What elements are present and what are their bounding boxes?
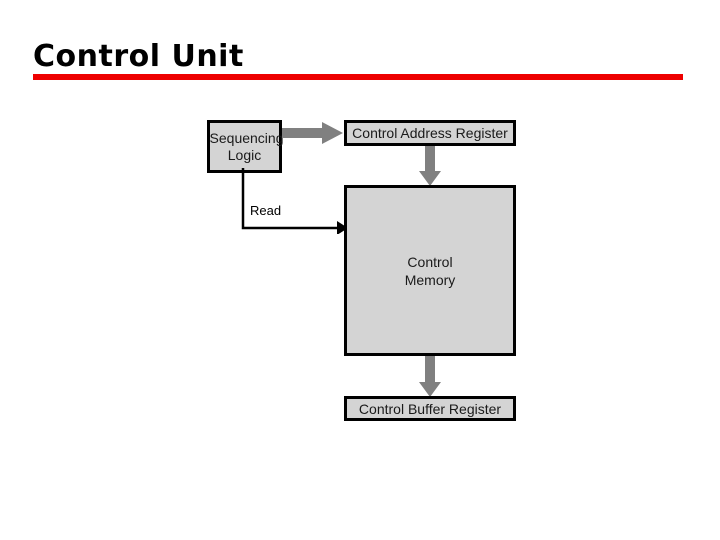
connector-read bbox=[238, 168, 350, 234]
box-sequencing-logic: Sequencing Logic bbox=[207, 120, 284, 173]
connector-read-label: Read bbox=[250, 203, 282, 218]
title-underline-rule bbox=[33, 74, 683, 80]
arrow-sequencing-logic-to-control-address-register bbox=[282, 122, 344, 144]
box-control-buffer-register: Control Buffer Register bbox=[344, 396, 516, 421]
box-sequencing-logic-label-line1: Sequencing bbox=[209, 129, 284, 146]
box-sequencing-logic-label-line2: Logic bbox=[227, 146, 262, 163]
box-control-memory-label-line2: Memory bbox=[404, 271, 456, 288]
box-control-memory-label-line1: Control bbox=[407, 253, 453, 270]
arrow-control-memory-to-control-buffer-register bbox=[419, 356, 441, 397]
box-control-memory: Control Memory bbox=[344, 185, 516, 356]
page-title: Control Unit bbox=[33, 39, 244, 74]
box-control-address-register-label: Control Address Register bbox=[352, 125, 508, 141]
box-control-buffer-register-label: Control Buffer Register bbox=[358, 400, 502, 417]
box-control-address-register: Control Address Register bbox=[344, 120, 516, 146]
arrow-control-address-register-to-control-memory bbox=[419, 146, 441, 186]
